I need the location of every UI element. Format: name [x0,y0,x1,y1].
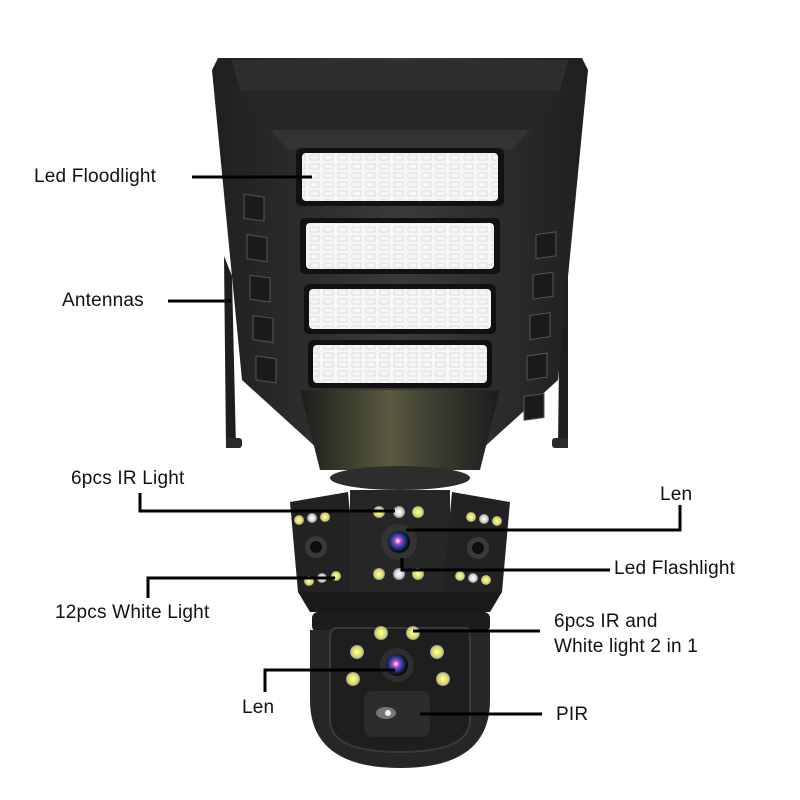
leader-len-bottom [263,668,395,692]
callout-pir: PIR [556,704,589,725]
leader-lines [138,175,682,716]
leader-ir-light [138,493,395,513]
led-floodlight-panels [296,148,504,388]
ptz-dome-camera [310,612,490,768]
callout-len-top: Len [660,484,693,505]
leader-led-flashlight [400,558,610,572]
callout-white-light: 12pcs White Light [55,602,210,623]
leader-len-top [406,505,682,532]
triple-camera-module [290,466,510,612]
callout-ir-light: 6pcs IR Light [71,468,185,489]
callout-len-bottom: Len [242,697,275,718]
callout-antennas: Antennas [62,290,144,311]
leader-white-light [146,576,335,598]
floodlight-housing [212,58,588,470]
callout-ir-white-2in1: 6pcs IR and White light 2 in 1 [554,611,699,657]
callout-led-floodlight: Led Floodlight [34,166,157,187]
antenna-left [224,256,242,448]
callout-led-flashlight: Led Flashlight [614,558,736,579]
